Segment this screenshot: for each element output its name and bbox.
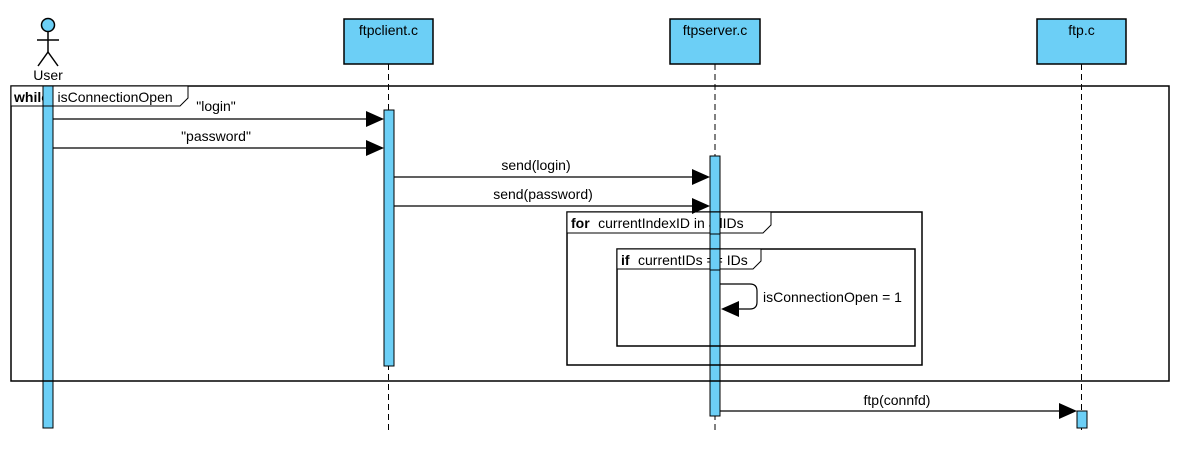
- arrowhead-icon: [1059, 403, 1077, 419]
- fragment-while-header: while isConnectionOpen: [13, 89, 173, 106]
- message-send-password-label: send(password): [493, 186, 593, 202]
- fragment-for-guard: currentIndexID in allIDs: [598, 215, 744, 231]
- fragment-if-guard: currentIDs == IDs: [638, 252, 748, 268]
- fragment-if-keyword: if: [621, 252, 630, 268]
- actor-user[interactable]: User: [33, 17, 63, 84]
- arrowhead-icon: [692, 169, 710, 185]
- activation-ftp: [1076, 410, 1088, 429]
- message-send-login-label: send(login): [501, 157, 570, 173]
- message-login[interactable]: "login": [53, 98, 384, 127]
- activation-ftpserver: [709, 155, 721, 417]
- message-password[interactable]: "password": [53, 128, 384, 156]
- participant-ftpserver-label: ftpserver.c: [683, 22, 748, 38]
- participant-ftp[interactable]: ftp.c: [1036, 18, 1127, 65]
- participant-ftpserver[interactable]: ftpserver.c: [669, 18, 761, 65]
- message-send-password[interactable]: send(password): [394, 186, 710, 214]
- activation-user: [42, 85, 54, 429]
- message-login-label: "login": [196, 98, 236, 114]
- activation-ftpserver-for-overlap: [709, 211, 721, 235]
- message-ftp-call-label: ftp(connfd): [864, 392, 931, 408]
- activation-ftpserver-if-overlap: [709, 248, 721, 271]
- arrowhead-icon: [366, 111, 384, 127]
- arrowhead-icon: [721, 301, 739, 317]
- message-password-label: "password": [181, 128, 251, 144]
- message-self-call[interactable]: isConnectionOpen = 1: [720, 283, 902, 317]
- fragment-while[interactable]: while isConnectionOpen: [10, 85, 1170, 382]
- actor-label: User: [33, 67, 63, 83]
- fragment-while-keyword: while: [13, 89, 49, 105]
- activation-ftpclient: [383, 109, 395, 367]
- lifelines: [388, 64, 1082, 430]
- message-ftp-call[interactable]: ftp(connfd): [720, 392, 1077, 419]
- fragment-while-guard: isConnectionOpen: [57, 89, 172, 105]
- actor-icon: [37, 17, 59, 67]
- participant-ftpclient[interactable]: ftpclient.c: [343, 18, 434, 65]
- activation-user-top: [42, 85, 54, 107]
- participant-ftpclient-label: ftpclient.c: [359, 22, 418, 38]
- participant-ftp-label: ftp.c: [1068, 22, 1094, 38]
- arrowhead-icon: [366, 140, 384, 156]
- fragment-if-header: if currentIDs == IDs: [621, 252, 748, 269]
- fragment-for-header: for currentIndexID in allIDs: [571, 215, 744, 232]
- fragment-for-keyword: for: [571, 215, 590, 231]
- arrowhead-icon: [692, 198, 710, 214]
- message-send-login[interactable]: send(login): [394, 157, 710, 185]
- message-self-call-label: isConnectionOpen = 1: [763, 289, 902, 305]
